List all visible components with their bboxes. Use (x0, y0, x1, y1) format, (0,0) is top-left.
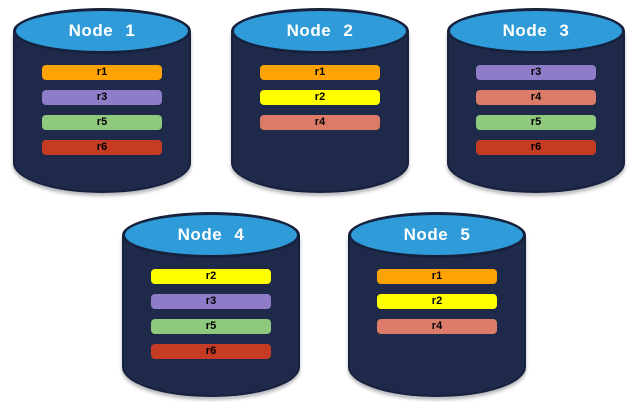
cylinder-top-ellipse: Node 5 (348, 212, 526, 258)
replica-list: r1 r3 r5 r6 (42, 65, 162, 155)
replica-bar-r5: r5 (476, 115, 596, 130)
replica-bar-r5: r5 (151, 319, 271, 334)
node-cylinder-1: Node 1 r1 r3 r5 r6 (13, 8, 191, 193)
replica-bar-r5: r5 (42, 115, 162, 130)
cylinder-body (122, 235, 300, 397)
replica-bar-r4: r4 (476, 90, 596, 105)
node-label: Node 1 (68, 21, 136, 40)
node-label: Node 4 (177, 225, 245, 244)
replica-bar-r3: r3 (42, 90, 162, 105)
node-cylinder-4: Node 4 r2 r3 r5 r6 (122, 212, 300, 397)
replica-bar-r6: r6 (476, 140, 596, 155)
node-cylinder-5: Node 5 r1 r2 r4 (348, 212, 526, 397)
replica-bar-r2: r2 (260, 90, 380, 105)
replica-bar-r1: r1 (260, 65, 380, 80)
node-label: Node 5 (403, 225, 471, 244)
replica-bar-r1: r1 (377, 269, 497, 284)
cylinder-body (447, 31, 625, 193)
replica-bar-r1: r1 (42, 65, 162, 80)
replica-list: r3 r4 r5 r6 (476, 65, 596, 155)
node-label: Node 3 (502, 21, 570, 40)
replica-bar-r6: r6 (42, 140, 162, 155)
node-cylinder-3: Node 3 r3 r4 r5 r6 (447, 8, 625, 193)
replica-bar-r4: r4 (377, 319, 497, 334)
cylinder-top-ellipse: Node 4 (122, 212, 300, 258)
replica-bar-r2: r2 (377, 294, 497, 309)
replica-bar-r3: r3 (476, 65, 596, 80)
replica-bar-r3: r3 (151, 294, 271, 309)
replica-bar-r6: r6 (151, 344, 271, 359)
replica-bar-r2: r2 (151, 269, 271, 284)
node-label: Node 2 (286, 21, 354, 40)
replica-list: r2 r3 r5 r6 (151, 269, 271, 359)
cylinder-body (13, 31, 191, 193)
cylinder-body (231, 31, 409, 193)
replica-bar-r4: r4 (260, 115, 380, 130)
cylinder-top-ellipse: Node 1 (13, 8, 191, 54)
node-cylinder-2: Node 2 r1 r2 r4 (231, 8, 409, 193)
cylinder-top-ellipse: Node 2 (231, 8, 409, 54)
cylinder-top-ellipse: Node 3 (447, 8, 625, 54)
replica-list: r1 r2 r4 (260, 65, 380, 130)
cylinder-body (348, 235, 526, 397)
replica-list: r1 r2 r4 (377, 269, 497, 334)
